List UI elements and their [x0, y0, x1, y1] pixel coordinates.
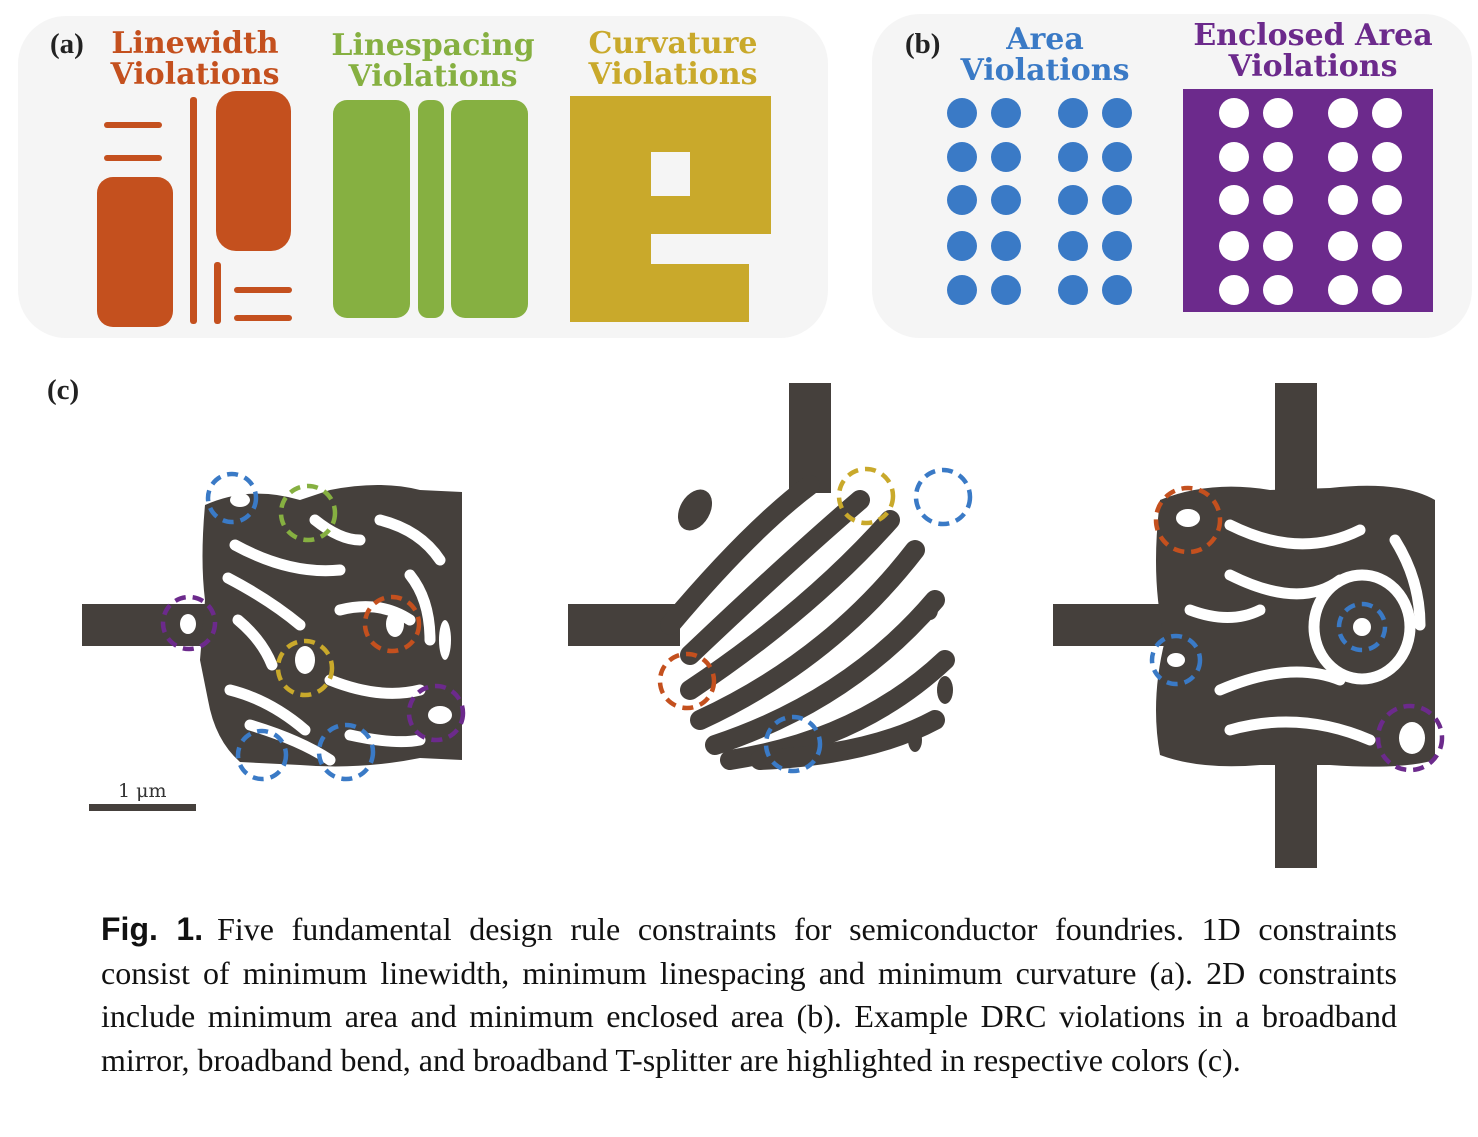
linewidth-title-line2: Violations [110, 57, 280, 92]
linewidth-thin-line-2 [104, 155, 162, 161]
linespacing-shapes [333, 100, 528, 318]
linespacing-title-line2: Violations [348, 59, 518, 94]
panel-c-label: (c) [47, 374, 80, 406]
area-title: Area Violations [955, 24, 1135, 86]
linespacing-title: Linespacing Violations [328, 30, 538, 92]
panel-a-label: (a) [50, 28, 84, 60]
curvature-shape [570, 96, 771, 322]
linewidth-thin-line-3 [234, 287, 292, 293]
device-t-splitter [1053, 383, 1445, 868]
device-mirror [82, 471, 466, 811]
area-title-line1: Area [1006, 22, 1084, 57]
linespacing-title-line1: Linespacing [331, 28, 535, 63]
linespacing-block-left [333, 100, 410, 318]
linewidth-title: Linewidth Violations [104, 28, 286, 90]
scale-bar [89, 804, 196, 811]
caption-fig-label: Fig. 1. [101, 911, 204, 947]
figure-caption: Fig. 1.Five fundamental design rule cons… [101, 908, 1397, 1082]
area-title-line2: Violations [960, 53, 1130, 88]
linespacing-block-right [451, 100, 528, 318]
device-bend [568, 383, 973, 774]
linewidth-block-right [216, 91, 291, 251]
enclosed-area-title: Enclosed Area Violations [1188, 20, 1438, 82]
linewidth-short-line [214, 262, 221, 324]
linewidth-thin-line-4 [234, 315, 292, 321]
enclosed-area-holes [1219, 98, 1402, 305]
curvature-title: Curvature Violations [578, 28, 768, 90]
caption-text: Five fundamental design rule constraints… [101, 911, 1398, 1078]
curvature-title-line1: Curvature [588, 26, 758, 61]
linewidth-title-line1: Linewidth [111, 26, 279, 61]
enclosed-area-title-line2: Violations [1228, 49, 1398, 84]
linewidth-block-left [97, 177, 173, 327]
area-dots [947, 98, 1132, 305]
linewidth-vertical-line [190, 97, 197, 324]
scale-bar-label: 1 μm [118, 780, 167, 802]
linewidth-shapes [97, 91, 292, 327]
linewidth-thin-line-1 [104, 122, 162, 128]
panel-b-label: (b) [905, 28, 941, 60]
curvature-title-line2: Violations [588, 57, 758, 92]
linespacing-block-middle [418, 100, 444, 318]
enclosed-area-title-line1: Enclosed Area [1193, 18, 1433, 53]
